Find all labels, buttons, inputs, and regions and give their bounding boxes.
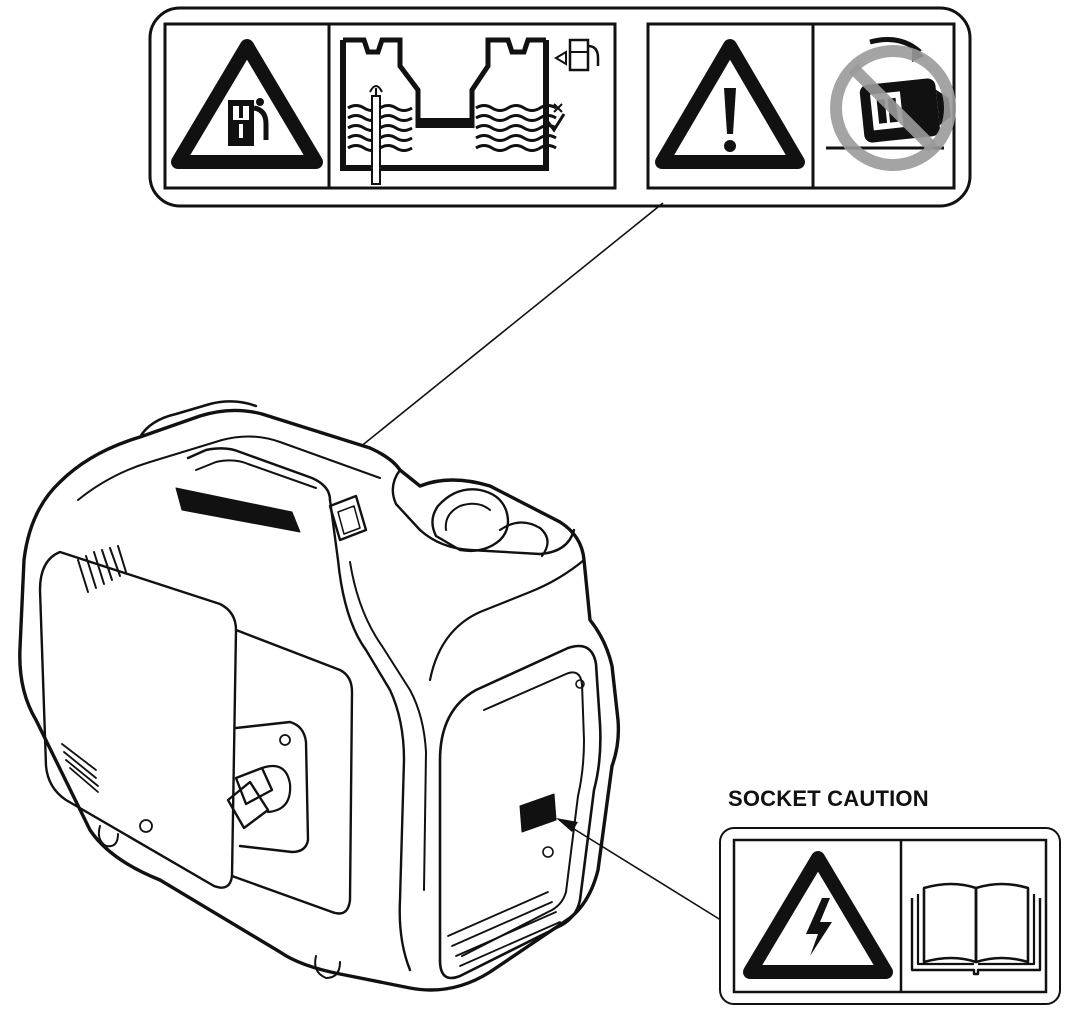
electric-shock-warning-icon xyxy=(743,851,893,979)
socket-label-leader-arrow xyxy=(556,818,725,923)
socket-caution-title: SOCKET CAUTION xyxy=(728,786,929,811)
socket-caution-label xyxy=(719,827,1061,1005)
fuel-hazard-warning-icon xyxy=(171,39,323,169)
generator-illustration xyxy=(18,400,621,992)
do-not-tip-over-icon xyxy=(826,37,956,171)
top-warning-label xyxy=(148,6,972,208)
fuel-tank-level-icon xyxy=(340,37,600,185)
general-warning-icon xyxy=(655,39,805,169)
read-manual-icon xyxy=(910,882,1042,976)
